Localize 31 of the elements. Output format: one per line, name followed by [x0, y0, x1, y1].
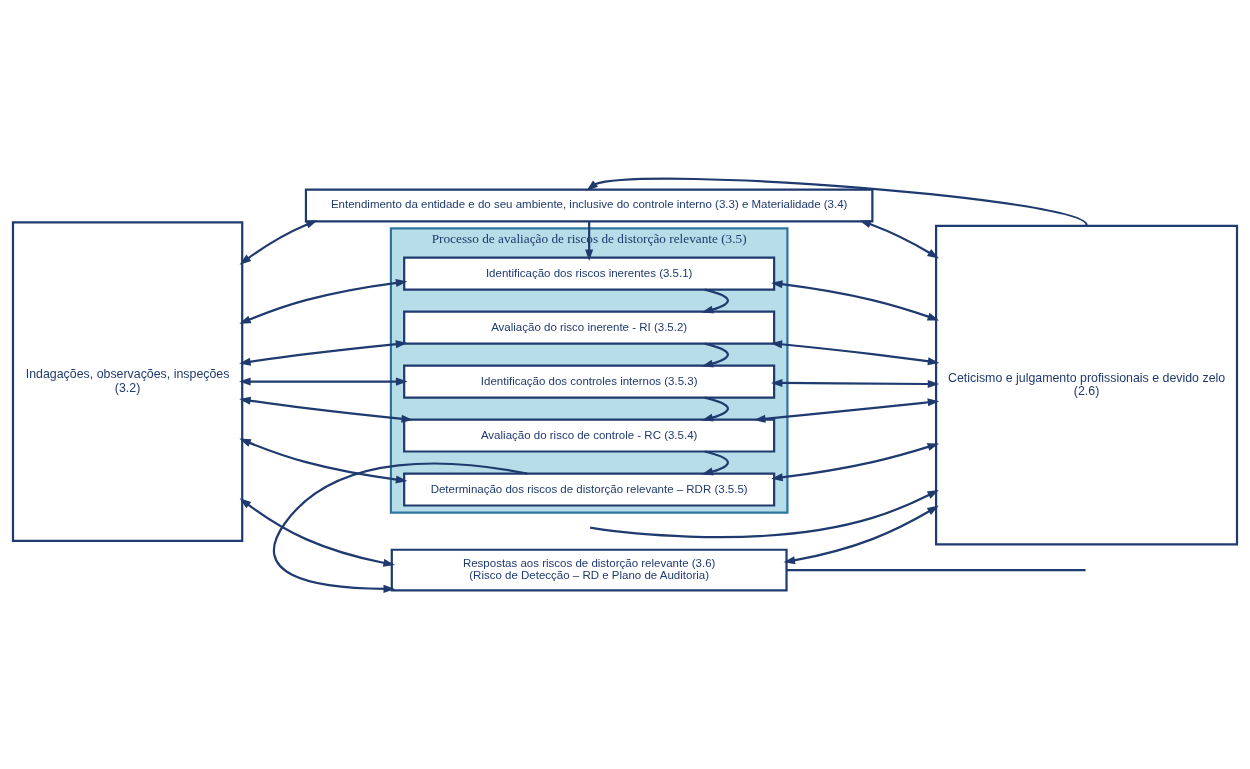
arrow	[239, 278, 408, 324]
arrow	[239, 340, 408, 366]
arrow	[239, 377, 408, 386]
arrow	[239, 438, 408, 484]
arrow	[239, 396, 413, 423]
arrow	[701, 396, 729, 422]
arrow	[701, 450, 729, 476]
arrow	[770, 280, 940, 321]
arrow	[770, 378, 940, 389]
arrow	[701, 288, 729, 314]
node-box: Indagações, observações, inspeções (3.2)	[11, 221, 244, 542]
node-box: Determinação dos riscos de distorção relevante – RDR (3.5.5)	[403, 472, 776, 507]
arrow	[701, 342, 729, 368]
arrow	[783, 505, 939, 565]
node-box: Respostas aos riscos de distorção relevante (3.6) (Risco de Detecção – RD e Plano de Auditoria)	[390, 548, 788, 592]
arrow	[753, 398, 940, 423]
arrow	[859, 220, 939, 259]
connector	[786, 569, 1086, 572]
node-box: Identificação dos riscos inerentes (3.5.1)	[403, 256, 776, 291]
node-box: Ceticismo e julgamento profissionais e devido zelo (2.6)	[935, 224, 1239, 546]
node-box: Avaliação do risco de controle - RC (3.5.4)	[403, 418, 776, 453]
arrow	[770, 340, 940, 366]
arrow	[771, 443, 940, 482]
node-box: Avaliação do risco inerente - RI (3.5.2)	[403, 310, 776, 345]
arrow	[239, 220, 318, 265]
node-box: Entendimento da entidade e do seu ambiente, inclusive do controle interno (3.3) e Materialidade (3.4)	[304, 188, 874, 223]
arrow	[239, 498, 395, 567]
arrow	[273, 462, 528, 593]
node-box: Identificação dos controles internos (3.5.3)	[403, 364, 776, 399]
arrow	[590, 489, 939, 539]
arrow	[586, 177, 1088, 226]
